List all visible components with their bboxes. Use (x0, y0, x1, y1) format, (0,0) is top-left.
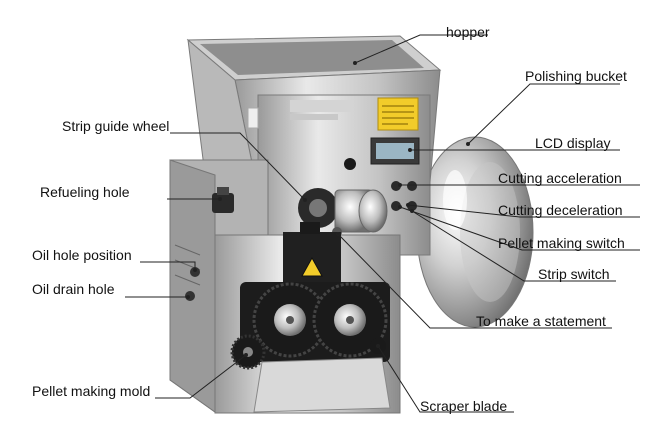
leader-lines (125, 34, 640, 413)
pellet-mold-gear (230, 334, 266, 370)
polishing-bucket-part (416, 136, 534, 328)
pellet-rollers-part (240, 282, 390, 362)
label-refueling-hole: Refueling hole (40, 184, 130, 200)
label-cutting-deceleration: Cutting deceleration (498, 202, 623, 218)
label-cutting-acceleration: Cutting acceleration (498, 170, 622, 186)
knob-cluster (344, 158, 417, 211)
label-pellet-making-switch: Pellet making switch (498, 235, 625, 251)
label-to-make-a-statement: To make a statement (476, 313, 606, 329)
label-hopper: hopper (446, 24, 490, 40)
label-strip-switch: Strip switch (538, 266, 610, 282)
cutter-head-part (283, 222, 341, 290)
label-pellet-making-mold: Pellet making mold (32, 383, 151, 399)
label-oil-drain-hole: Oil drain hole (32, 281, 115, 297)
scraper-chute-part (253, 338, 391, 413)
label-polishing-bucket: Polishing bucket (525, 68, 627, 84)
label-oil-hole-position: Oil hole position (32, 247, 132, 263)
strip-guide-wheel-part (298, 188, 388, 237)
label-scraper-blade: Scraper blade (420, 398, 508, 414)
label-strip-guide-wheel: Strip guide wheel (62, 118, 170, 134)
lcd-display-part (370, 137, 420, 165)
label-lcd-display: LCD display (535, 135, 611, 151)
refueling-cap-part (212, 187, 234, 213)
